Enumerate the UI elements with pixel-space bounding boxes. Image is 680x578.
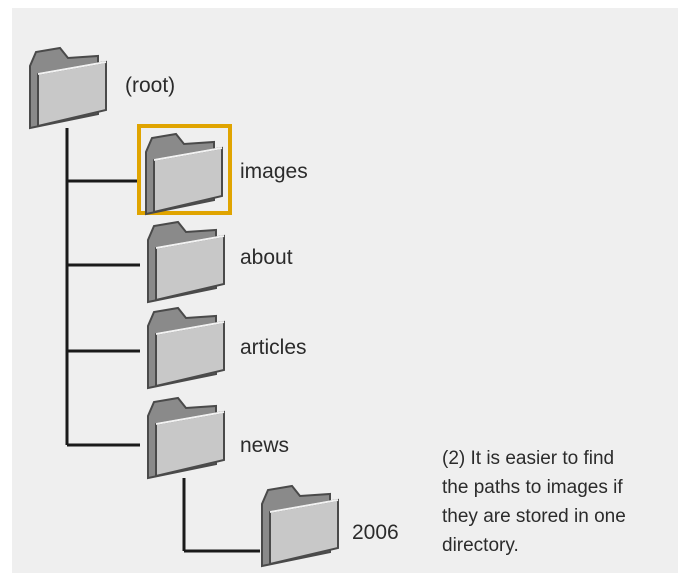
root-label: (root) [125, 74, 176, 97]
folder-structure-diagram: (root) images about articles [12, 8, 678, 573]
folder-icon-root [26, 44, 110, 130]
selected-highlight [137, 124, 232, 215]
about-label: about [240, 246, 293, 269]
news-label: news [240, 434, 290, 457]
caption: (2) It is easier to find the paths to im… [442, 444, 678, 560]
subfolder-2006-label: 2006 [352, 521, 399, 544]
folder-icon-images[interactable] [142, 130, 226, 216]
caption-line: they are stored in one [442, 506, 626, 527]
folder-icon-articles[interactable] [144, 304, 228, 390]
tree-connectors [65, 128, 260, 553]
caption-line: the paths to images if [442, 477, 623, 498]
caption-line: directory. [442, 535, 519, 556]
articles-label: articles [240, 336, 307, 359]
images-label: images [240, 160, 308, 183]
caption-line: (2) It is easier to find [442, 448, 615, 469]
folder-icon-2006[interactable] [258, 482, 342, 568]
folder-icon-about[interactable] [144, 218, 228, 304]
folder-icon-news[interactable] [144, 394, 228, 480]
